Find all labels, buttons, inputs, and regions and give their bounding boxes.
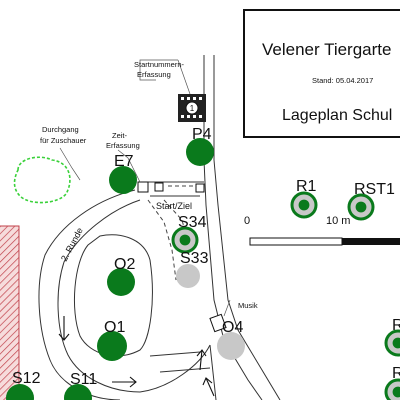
svg-text:R1: R1 xyxy=(296,178,317,195)
svg-text:Erfassung: Erfassung xyxy=(137,70,171,79)
scale-start: 0 xyxy=(244,215,250,227)
svg-text:S33: S33 xyxy=(180,250,209,267)
start-ziel-label: Start/Ziel xyxy=(156,201,192,211)
zeit-label: Zeit- Erfassung xyxy=(106,131,140,150)
waypoint-s11[interactable]: S11 xyxy=(64,371,97,400)
svg-text:S11: S11 xyxy=(70,371,97,388)
svg-text:P4: P4 xyxy=(192,126,212,143)
svg-text:R: R xyxy=(392,317,400,334)
waypoint-rst1[interactable]: RST1 xyxy=(347,181,395,221)
svg-text:R: R xyxy=(392,365,400,382)
direction-arrows xyxy=(58,316,215,397)
title-box: Velener Tiergarte Stand: 05.04.2017 Lage… xyxy=(243,9,400,138)
svg-text:Startnummern-: Startnummern- xyxy=(134,60,185,69)
svg-text:für Zuschauer: für Zuschauer xyxy=(40,136,87,145)
scale-end: 10 m xyxy=(326,215,350,227)
svg-text:Erfassung: Erfassung xyxy=(106,141,140,150)
svg-text:S34: S34 xyxy=(178,214,207,231)
durchgang-label: Durchgang für Zuschauer xyxy=(40,125,87,145)
svg-text:O2: O2 xyxy=(114,256,135,273)
start-number-station: 1 xyxy=(178,94,206,122)
svg-text:O4: O4 xyxy=(222,319,243,336)
waypoint-s12[interactable]: S12 xyxy=(6,370,41,400)
map-subtitle: Lageplan Schul xyxy=(282,107,392,124)
waypoints: P4 E7 S34 S33 O2 O1 O4 R1 RST1 S12 S11 xyxy=(6,126,400,400)
waypoint-r-right-b[interactable]: R xyxy=(384,365,400,400)
svg-text:RST1: RST1 xyxy=(354,181,395,198)
map-title: Velener Tiergarte xyxy=(262,40,391,59)
waypoint-o2[interactable]: O2 xyxy=(107,256,135,296)
waypoint-o1[interactable]: O1 xyxy=(97,319,127,361)
waypoint-p4[interactable]: P4 xyxy=(186,126,214,166)
musik-label: Musik xyxy=(238,301,258,310)
waypoint-r1[interactable]: R1 xyxy=(290,178,318,219)
svg-text:O1: O1 xyxy=(104,319,125,336)
scale-bar: 0 10 m xyxy=(244,215,400,246)
svg-text:Zeit-: Zeit- xyxy=(112,131,128,140)
waypoint-s33[interactable]: S33 xyxy=(176,250,209,288)
svg-text:E7: E7 xyxy=(114,153,134,170)
svg-text:S12: S12 xyxy=(12,370,41,387)
dashed-route xyxy=(147,185,196,281)
startnummer-label: Startnummern- Erfassung xyxy=(134,60,185,79)
station-number: 1 xyxy=(190,104,195,113)
svg-text:Durchgang: Durchgang xyxy=(42,125,79,134)
start-gates xyxy=(137,181,227,333)
waypoint-o4[interactable]: O4 xyxy=(217,319,245,360)
waypoint-s34[interactable]: S34 xyxy=(171,214,207,254)
map-date: Stand: 05.04.2017 xyxy=(312,76,373,85)
pond xyxy=(13,156,71,204)
waypoint-r-right-a[interactable]: R xyxy=(384,317,400,357)
waypoint-e7[interactable]: E7 xyxy=(109,153,137,194)
leader-lines xyxy=(59,59,231,317)
